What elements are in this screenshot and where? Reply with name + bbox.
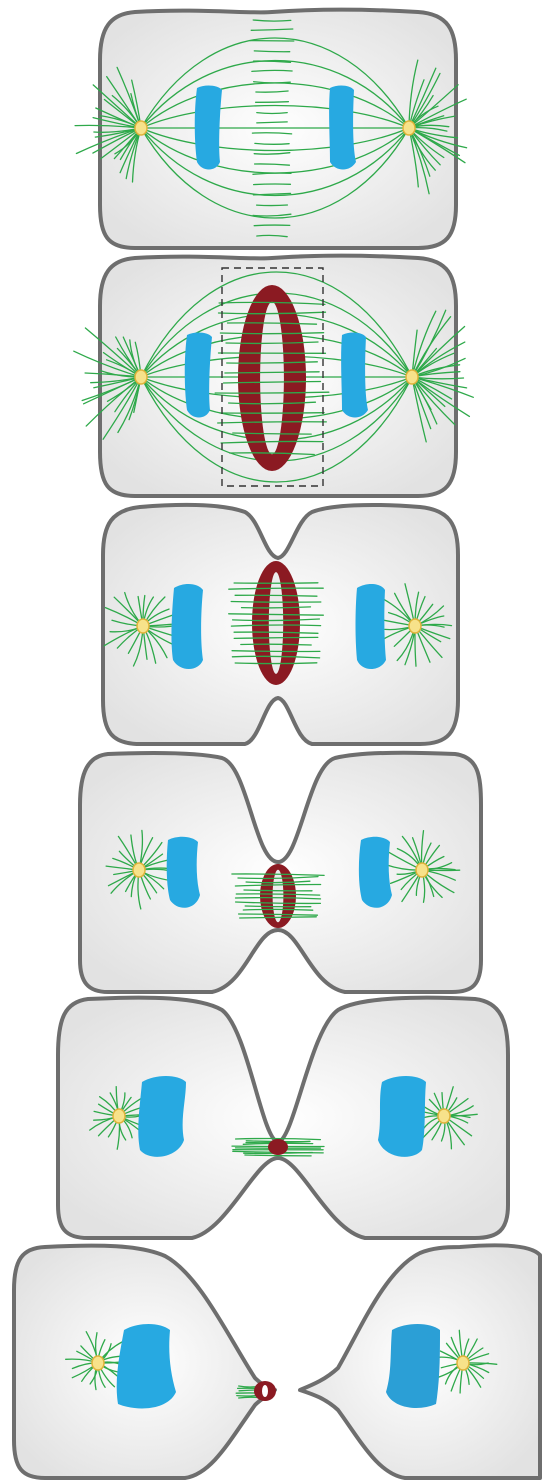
chromatin-right [329, 86, 356, 170]
centrosome [135, 121, 147, 135]
contractile-ring [268, 1139, 288, 1155]
centrosome [135, 370, 147, 384]
midzone-microtubule [231, 602, 321, 603]
chromatin-right [359, 837, 392, 908]
chromatin-right [378, 1076, 426, 1157]
chromatin-left [195, 86, 222, 170]
centrosome [438, 1109, 450, 1123]
chromatin-left [171, 584, 203, 669]
midzone-microtubule [256, 102, 289, 103]
stage-5 [58, 998, 508, 1238]
chromatin-left [138, 1076, 186, 1157]
centrosome [133, 863, 145, 877]
stage-1 [75, 10, 467, 248]
centrosome [403, 121, 415, 135]
midzone-microtubule [257, 205, 288, 206]
midbody-lumen [262, 1385, 268, 1397]
midzone-microtubule [254, 184, 291, 185]
centrosome [409, 619, 421, 633]
midzone-microtubule [235, 663, 317, 664]
stage-6 [14, 1245, 540, 1478]
centrosome [92, 1356, 104, 1370]
centrosome [406, 370, 418, 384]
chromatin-right [356, 584, 387, 669]
centrosome [457, 1356, 469, 1370]
stage-4 [80, 753, 481, 992]
contractile-ring-lumen [269, 572, 283, 674]
chromatin-left [185, 333, 212, 418]
midzone-microtubule [245, 906, 311, 907]
stage-3 [103, 505, 458, 744]
chromatin-right [341, 333, 368, 418]
chromatin-left [117, 1324, 176, 1408]
contractile-ring-lumen [260, 302, 284, 455]
midzone-microtubule [254, 225, 290, 226]
chromatin-right [386, 1324, 440, 1408]
stage-2 [74, 256, 474, 496]
centrosome [416, 863, 428, 877]
chromatin-left [167, 837, 200, 908]
centrosome [137, 619, 149, 633]
centrosome [113, 1109, 125, 1123]
